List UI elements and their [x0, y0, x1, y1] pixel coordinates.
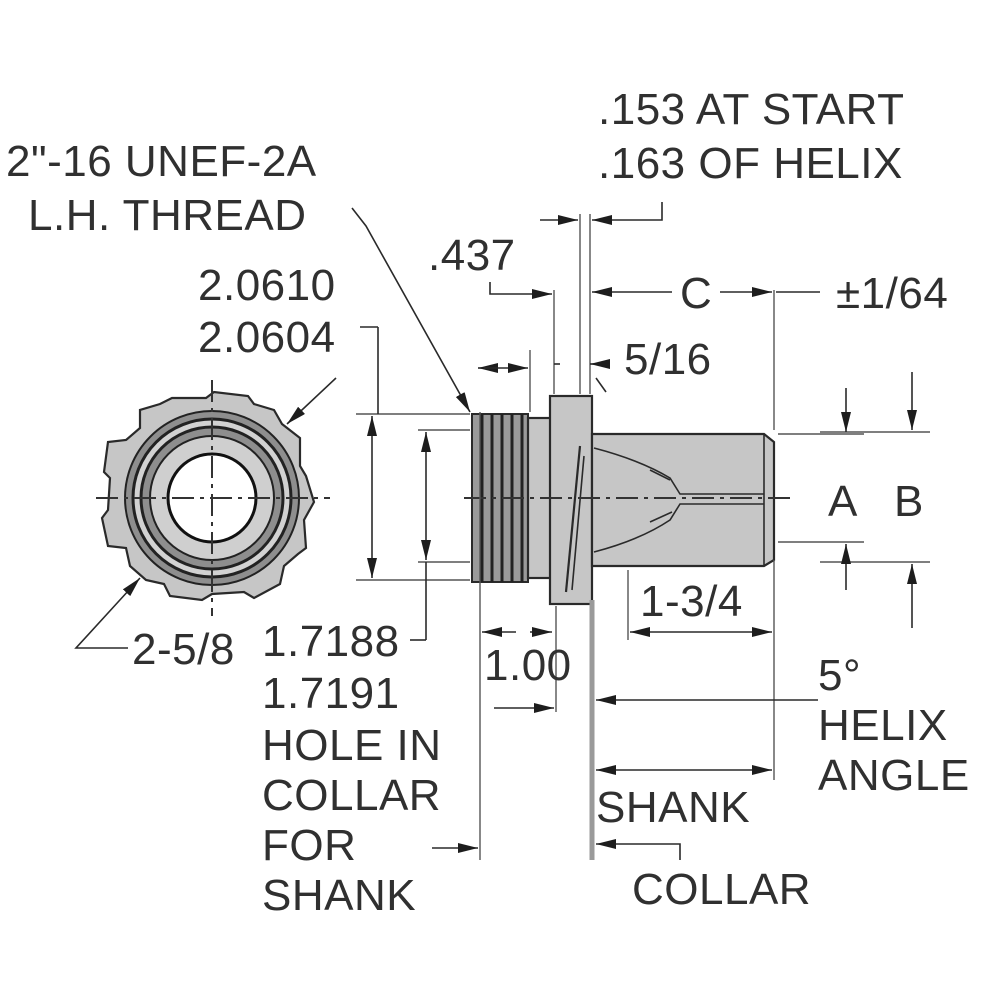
hole-max-label: 1.7188 [262, 617, 400, 666]
labels: 2"-16 UNEF-2A L.H. THREAD 2.0610 2.0604 … [6, 85, 970, 920]
shank-label: SHANK [596, 783, 750, 832]
flute [593, 447, 764, 553]
helix-mark-1 [649, 469, 671, 481]
dim-c-label: C [680, 269, 712, 318]
hole-min-label: 1.7191 [262, 669, 400, 718]
collar-dia-leader [74, 577, 141, 649]
hole-desc-2: COLLAR [262, 771, 441, 820]
dim-a-label: A [828, 477, 858, 526]
dim-1-3-4-label: 1-3/4 [640, 577, 743, 626]
helix-angle-3: ANGLE [818, 751, 970, 800]
shank-body [590, 432, 776, 568]
od-leader [286, 377, 337, 425]
helix-mark-2 [649, 511, 673, 523]
collar-label: COLLAR [632, 865, 811, 914]
helix-angle-1: 5° [818, 651, 861, 700]
helix-line-2 [571, 455, 585, 591]
helix-of-label: .163 OF HELIX [598, 139, 903, 188]
dim-2-5-8-label: 2-5/8 [132, 625, 235, 674]
hole-desc-4: SHANK [262, 871, 416, 920]
end-view [74, 377, 337, 649]
thread-spec-line2: L.H. THREAD [28, 191, 307, 240]
hole-desc-3: FOR [262, 821, 356, 870]
collar-flange [548, 394, 594, 606]
od-max-label: 2.0610 [198, 261, 336, 310]
dim-b-label: B [894, 477, 924, 526]
dim-5-16-label: 5/16 [624, 335, 712, 384]
helix-start-label: .153 AT START [598, 85, 905, 134]
dimension-lines [351, 202, 930, 860]
helix-line [564, 445, 582, 593]
side-view [464, 394, 790, 606]
dim-1-00-label: 1.00 [484, 641, 572, 690]
hole-desc-1: HOLE IN [262, 721, 442, 770]
dim-437-label: .437 [428, 231, 516, 280]
thread-spec-line1: 2"-16 UNEF-2A [6, 137, 317, 186]
helix-angle-2: HELIX [818, 701, 948, 750]
tolerance-label: ±1/64 [836, 269, 948, 318]
od-min-label: 2.0604 [198, 313, 336, 362]
